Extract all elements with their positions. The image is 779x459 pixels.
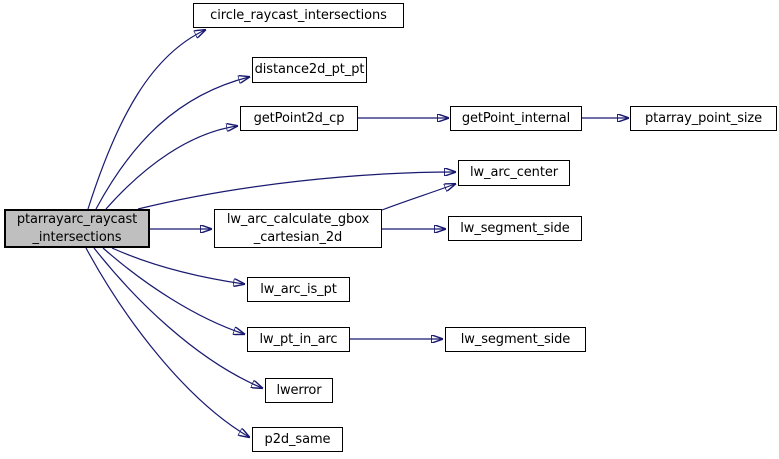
node-lw_segment_side-2[interactable]: lw_segment_side	[445, 327, 586, 352]
edge-root-to-distance2d_pt_pt	[95, 77, 249, 210]
edge-root-to-p2d_same	[85, 247, 249, 437]
node-lwerror[interactable]: lwerror	[265, 378, 333, 403]
edge-root-to-getPoint2d_cp	[105, 126, 237, 210]
node-lw_arc_center[interactable]: lw_arc_center	[458, 160, 570, 186]
node-lw_segment_side-1[interactable]: lw_segment_side	[448, 216, 582, 241]
edge-root-to-lw_pt_in_arc	[102, 247, 244, 334]
edge-root-to-lw_arc_is_pt	[111, 247, 244, 284]
edge-root-to-lw_arc_center	[137, 172, 455, 210]
node-p2d_same[interactable]: p2d_same	[252, 427, 343, 452]
node-circle_raycast_intersections[interactable]: circle_raycast_intersections	[193, 3, 404, 28]
node-lw_arc_calculate_gbox_cartesian_2d[interactable]: lw_arc_calculate_gbox _cartesian_2d	[214, 209, 382, 248]
node-getPoint_internal[interactable]: getPoint_internal	[450, 106, 582, 131]
node-ptarray_point_size[interactable]: ptarray_point_size	[630, 106, 777, 131]
node-ptarrayarc_raycast_intersections: ptarrayarc_raycast _intersections	[4, 209, 150, 248]
node-lw_arc_is_pt[interactable]: lw_arc_is_pt	[247, 277, 350, 302]
edge-root-to-circle_raycast_intersections	[87, 30, 205, 210]
node-getPoint2d_cp[interactable]: getPoint2d_cp	[240, 106, 358, 131]
edge-root-to-lwerror	[93, 247, 262, 388]
edge-lw_arc_calculate_gbox-to-lw_arc_center	[381, 184, 455, 211]
node-lw_pt_in_arc[interactable]: lw_pt_in_arc	[247, 327, 350, 352]
node-distance2d_pt_pt[interactable]: distance2d_pt_pt	[252, 57, 367, 83]
